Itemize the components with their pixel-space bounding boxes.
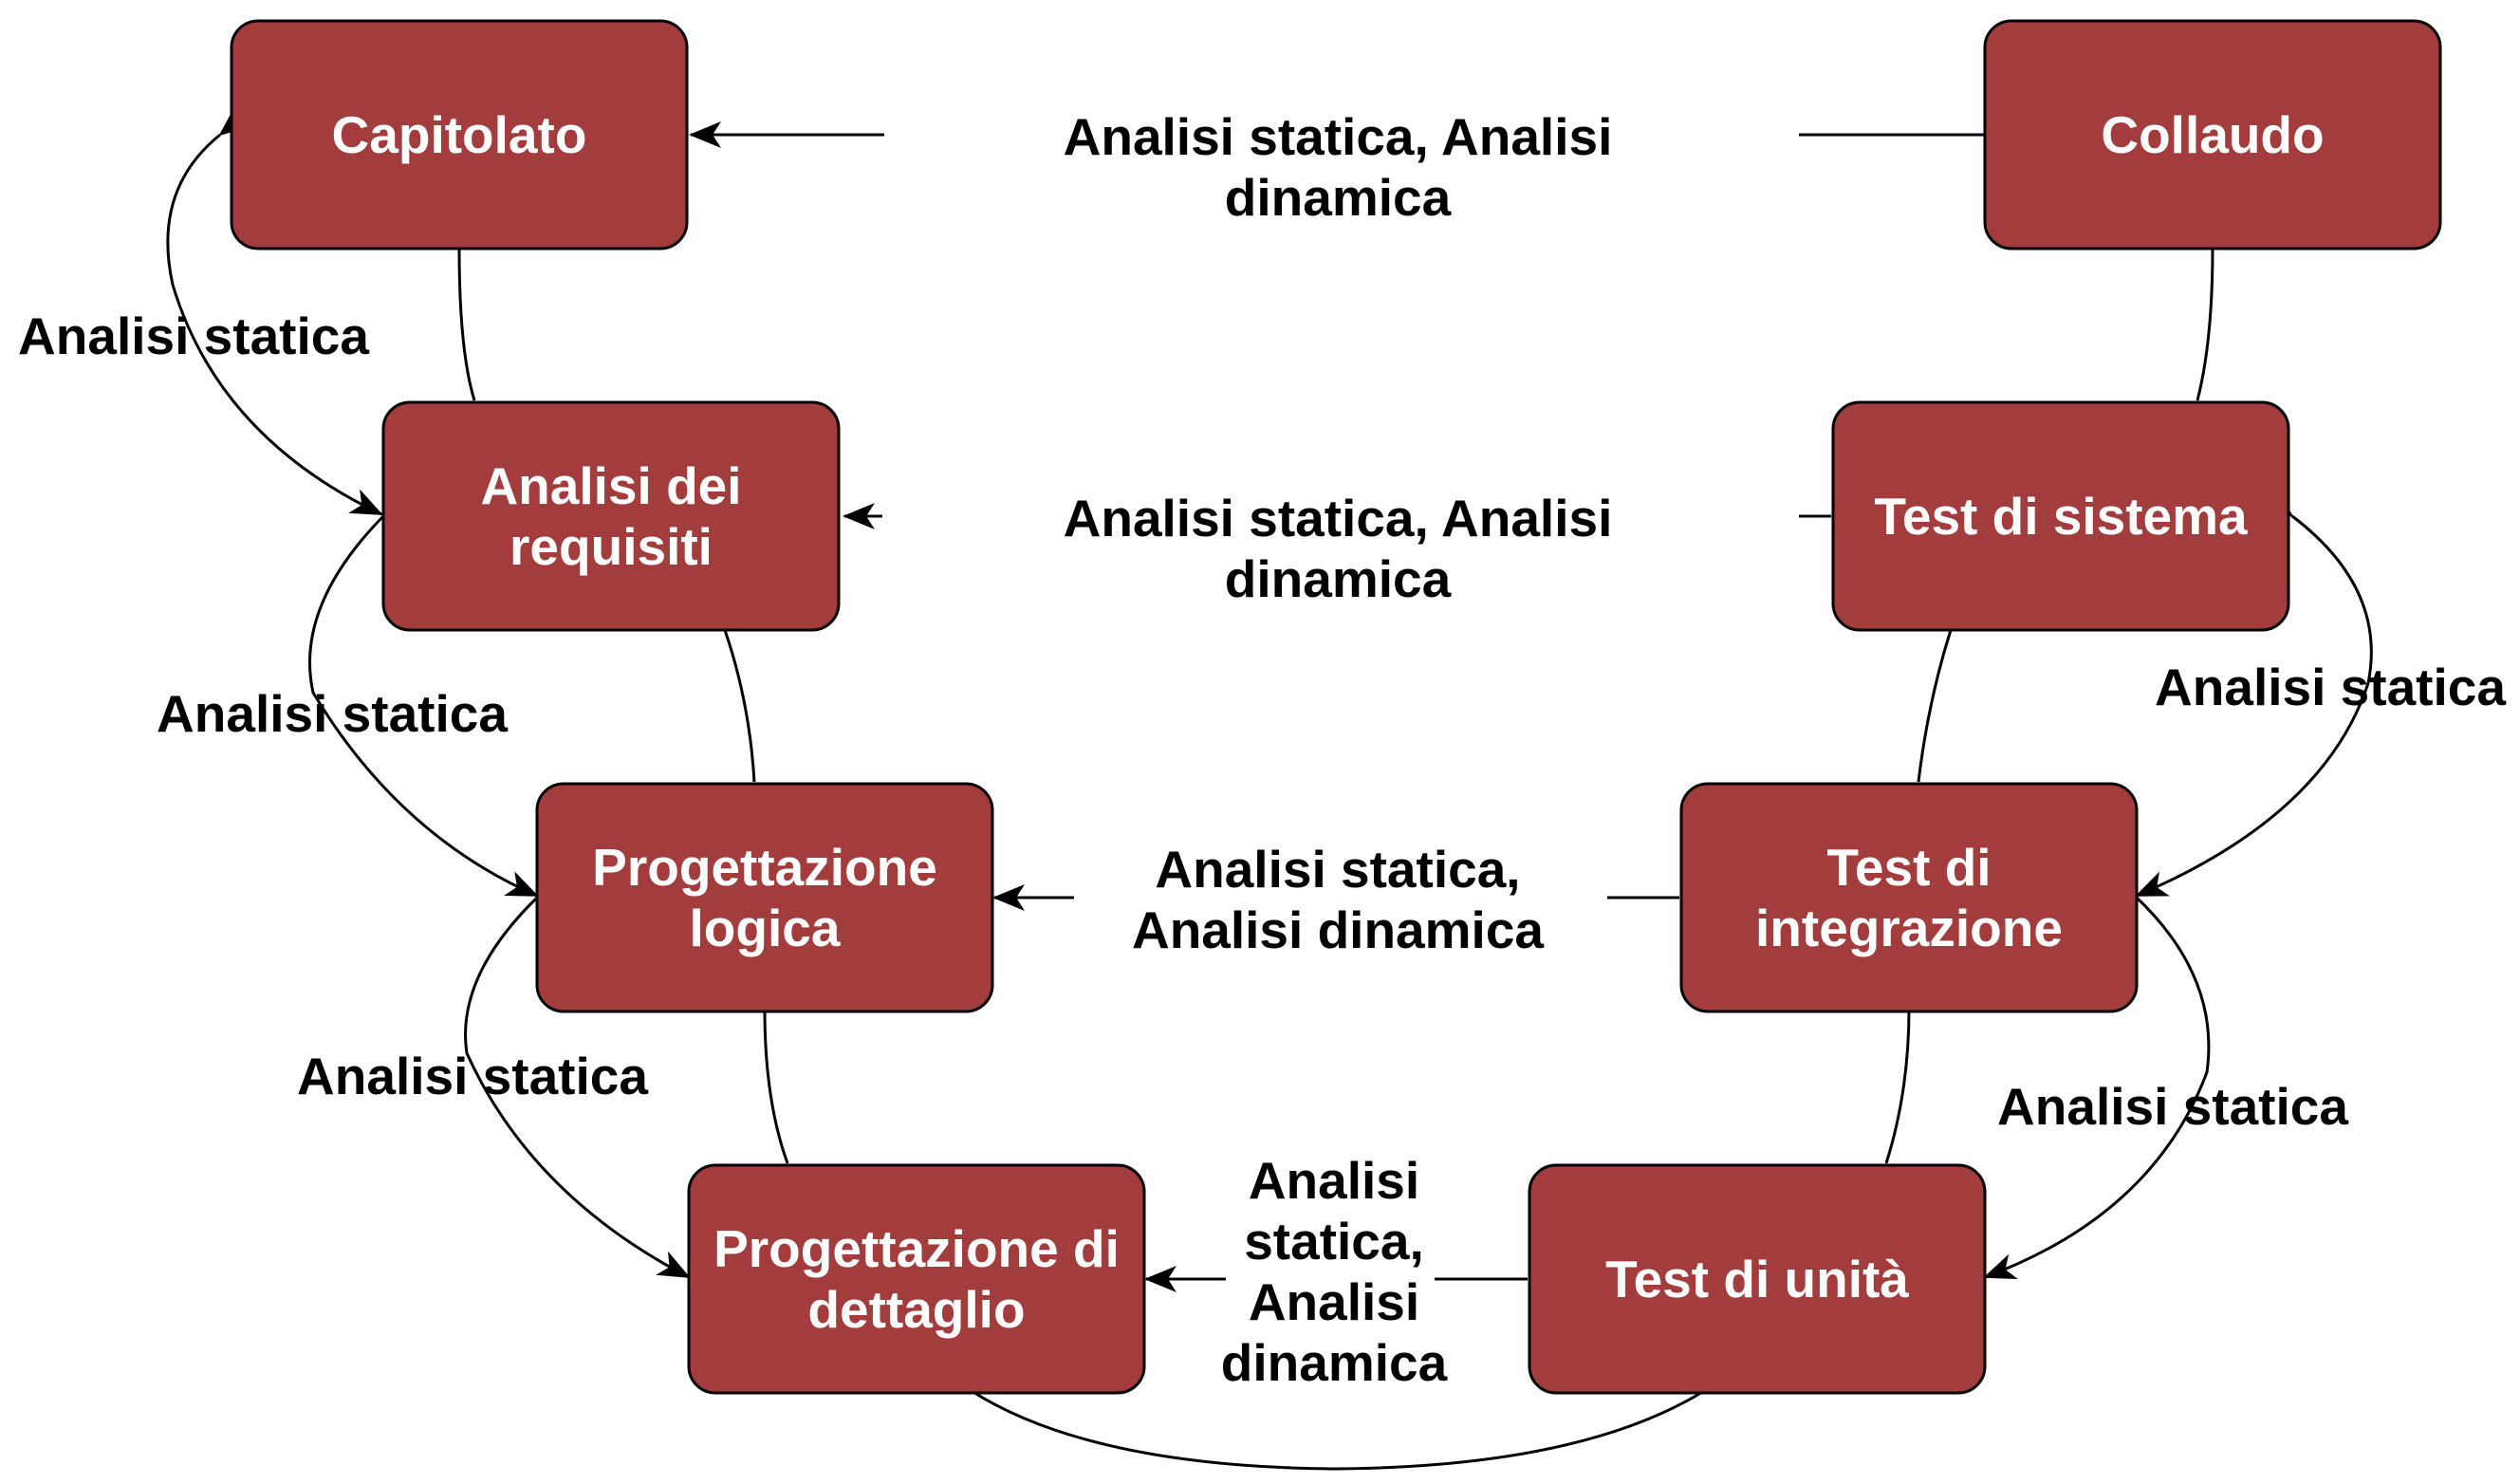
stage-capitolato-label: Capitolato: [332, 105, 587, 164]
arrow-requisiti-logica: [308, 514, 539, 898]
label-verification-requisiti-logica: Analisi statica: [157, 684, 508, 743]
line-dettaglio-unita: [971, 1389, 1705, 1471]
stage-test-sistema: Test di sistema: [1831, 400, 2290, 632]
text-line: dettaglio: [807, 1280, 1025, 1339]
verification-arrows: [166, 105, 2373, 1279]
label-verification-sistema-integrazione: Analisi statica: [2155, 658, 2506, 716]
text-line: Test di unità: [1605, 1250, 1909, 1308]
stage-test-unita-label: Test di unità: [1605, 1250, 1909, 1308]
text-line: Analisi statica, Analisi: [1064, 489, 1613, 547]
text-line: Test di sistema: [1874, 487, 2248, 546]
text-line: Analisi dinamica: [1132, 900, 1544, 959]
text-line: Capitolato: [332, 105, 587, 164]
edge-labels: Analisi statica Analisi statica Analisi …: [18, 107, 2506, 1392]
text-line: Progettazione: [592, 838, 937, 897]
arrow-logica-dettaglio: [464, 896, 691, 1279]
label-validation-integrazione-logica: Analisi statica,Analisi dinamica: [1132, 840, 1544, 959]
text-line: Collaudo: [2101, 105, 2324, 164]
stage-test-unita: Test di unità: [1528, 1163, 1987, 1395]
line-integrazione-sistema: [1917, 629, 1953, 783]
text-line: requisiti: [510, 517, 713, 576]
text-line: Analisi statica, Analisi: [1064, 107, 1613, 166]
line-capitolato-requisiti: [457, 248, 476, 401]
text-line: Analisi statica: [2155, 658, 2506, 716]
text-line: integrazione: [1755, 899, 2063, 957]
text-line: Analisi statica: [157, 684, 508, 743]
validation-arrows: [689, 121, 1985, 1292]
line-logica-dettaglio: [763, 1009, 789, 1164]
text-line: Analisi statica,: [1155, 840, 1520, 899]
text-line: dinamica: [1225, 549, 1452, 608]
text-line: dinamica: [1225, 168, 1452, 227]
text-line: Analisi statica: [18, 306, 369, 365]
arrow-capitolato-requisiti: [166, 105, 383, 516]
text-line: Analisi dei: [480, 456, 741, 515]
arrow-sistema-integrazione: [2135, 487, 2373, 898]
label-verification-capitolato-requisiti: Analisi statica: [18, 306, 369, 365]
text-line: Analisi: [1249, 1272, 1419, 1331]
text-line: Analisi statica: [297, 1047, 648, 1105]
stage-collaudo: Collaudo: [1983, 19, 2442, 250]
text-line: Progettazione di: [713, 1219, 1120, 1278]
text-line: Test di: [1826, 838, 1991, 897]
line-sistema-collaudo: [2196, 248, 2214, 401]
v-structure-lines: [457, 248, 2214, 1471]
stage-collaudo-label: Collaudo: [2101, 105, 2324, 164]
text-line: statica,: [1244, 1212, 1424, 1271]
text-line: logica: [690, 899, 841, 957]
stage-test-sistema-label: Test di sistema: [1874, 487, 2248, 546]
text-line: Analisi statica: [1997, 1077, 2348, 1136]
text-line: dinamica: [1221, 1333, 1448, 1392]
arrow-integrazione-unita: [1983, 896, 2211, 1279]
label-verification-integrazione-unita: Analisi statica: [1997, 1077, 2348, 1136]
text-line: Analisi: [1249, 1151, 1419, 1210]
stage-capitolato: Capitolato: [230, 19, 689, 250]
label-verification-logica-dettaglio: Analisi statica: [297, 1047, 648, 1105]
line-unita-integrazione: [1884, 1009, 1911, 1164]
line-requisiti-logica: [723, 629, 756, 783]
